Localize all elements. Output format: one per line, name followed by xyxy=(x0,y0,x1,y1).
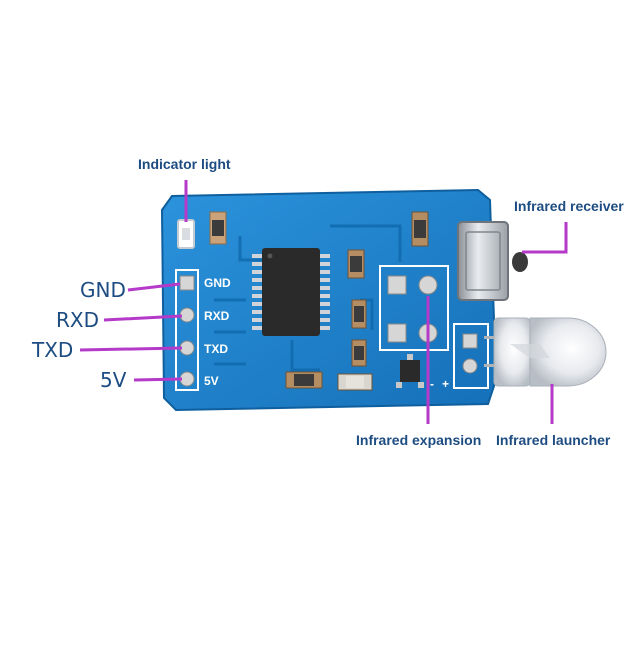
label-rxd: RXD xyxy=(56,308,99,332)
expansion-pad-3 xyxy=(387,323,407,343)
leader-lines xyxy=(79,180,568,424)
leader-gnd xyxy=(127,282,181,292)
smd-resistor-4-body xyxy=(346,376,364,388)
leader-txd xyxy=(79,346,183,352)
pin-pad-5v xyxy=(179,371,195,387)
pin-pad-rxd xyxy=(179,307,195,323)
label-infrared-launcher: Infrared launcher xyxy=(496,432,611,448)
expansion-pad-2 xyxy=(418,275,438,295)
smd-resistor-2-body xyxy=(414,220,426,238)
silk-gnd: GND xyxy=(204,276,231,290)
launcher-outline xyxy=(453,323,489,389)
silk-5v: 5V xyxy=(204,374,219,388)
main-ic-chip xyxy=(252,248,330,336)
label-txd: TXD xyxy=(32,338,74,362)
smd-cap-1-body xyxy=(350,256,362,272)
expansion-outline xyxy=(379,265,449,351)
pin-pad-gnd xyxy=(179,275,195,291)
launcher-pad-2 xyxy=(462,358,478,374)
silk-minus: - xyxy=(430,377,434,391)
silk-rxd: RXD xyxy=(204,309,230,323)
silk-txd: TXD xyxy=(204,342,228,356)
leader-5v xyxy=(133,377,183,382)
smd-resistor-3-body xyxy=(294,374,314,386)
transistor xyxy=(396,354,424,388)
silk-plus: + xyxy=(442,377,449,391)
expansion-pad-1 xyxy=(387,275,407,295)
launcher-pad-1 xyxy=(462,333,478,349)
leader-rxd xyxy=(103,314,183,322)
expansion-pads xyxy=(387,275,438,343)
pin-header-outline xyxy=(175,269,199,391)
label-indicator-light: Indicator light xyxy=(138,156,231,172)
infrared-receiver-component xyxy=(457,221,528,301)
pin-pad-txd xyxy=(179,340,195,356)
label-gnd: GND xyxy=(80,278,126,302)
label-infrared-receiver: Infrared receiver xyxy=(514,198,624,214)
pcb-traces xyxy=(214,224,402,372)
label-infrared-expansion: Infrared expansion xyxy=(356,432,482,448)
infrared-led-component xyxy=(484,317,607,387)
indicator-led-core xyxy=(182,228,190,240)
pin-pads xyxy=(179,275,195,387)
smd-cap-2-body xyxy=(354,306,364,322)
smd-resistor-1-body xyxy=(212,220,224,236)
leader-receiver xyxy=(522,222,568,254)
label-5v: 5V xyxy=(100,368,127,392)
smd-cap-3-body xyxy=(354,346,364,360)
